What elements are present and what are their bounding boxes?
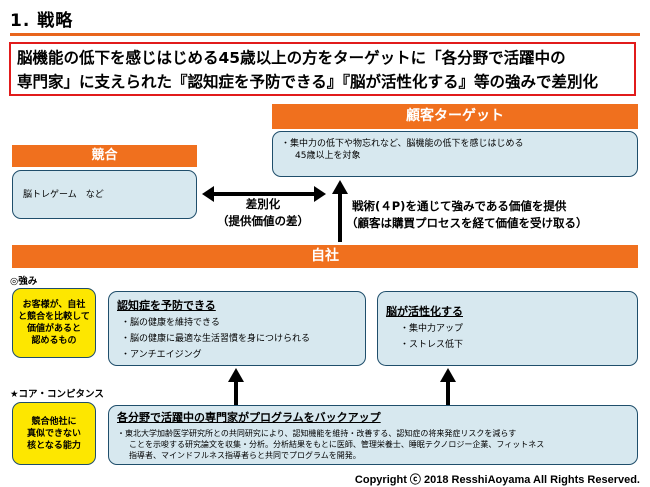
activation-item-1: ・集中力アップ bbox=[400, 324, 464, 334]
technique-label: 戦術(４P)を通じて強みである価値を提供 （顧客は購買プロセスを経て価値を受け取… bbox=[346, 198, 646, 232]
headline-box: 脳機能の低下を感じはじめる45歳以上の方をターゲットに「各分野で活躍中の 専門家… bbox=[9, 42, 636, 96]
strengths-side-line-1: お客様が、自社 bbox=[22, 300, 86, 310]
core-side-line-2: 真似できない bbox=[26, 428, 81, 439]
activation-box: 脳が活性化する ・集中力アップ ・ストレス低下 bbox=[377, 291, 638, 366]
activation-item-2: ・ストレス低下 bbox=[400, 340, 464, 350]
core-line-1: ・東北大学加齢医学研究所との共同研究により、認知機能を維持・改善する、認知症の将… bbox=[117, 429, 517, 438]
core-side-box: 競合他社に 真似できない 核となる能力 bbox=[12, 402, 96, 465]
competition-bar: 競合 bbox=[12, 145, 197, 167]
strengths-side-box: お客様が、自社 と競合を比較して 価値があると 認めるもの bbox=[12, 288, 96, 358]
core-side-line-3: 核となる能力 bbox=[27, 440, 81, 451]
headline-line-1: 脳機能の低下を感じはじめる45歳以上の方をターゲットに「各分野で活躍中の bbox=[17, 49, 566, 67]
core-line-2: ことを示唆する研究論文を収集・分析。分析結果をもとに医師、管理栄養士、睡眠テクノ… bbox=[129, 440, 545, 449]
company-bar: 自社 bbox=[12, 245, 638, 268]
core-to-activation-arrow bbox=[440, 368, 456, 406]
title-underline bbox=[10, 33, 640, 36]
copyright-text: Copyright ⓒ 2018 ResshiAoyama All Rights… bbox=[354, 474, 640, 486]
differentiation-line-1: 差別化 bbox=[245, 197, 281, 211]
core-line-3: 指導者、マインドフルネス指導者らと共同でプログラムを開発。 bbox=[129, 451, 361, 460]
strengths-side-line-3: 価値があると bbox=[26, 324, 81, 334]
target-bar: 顧客ターゲット bbox=[272, 104, 638, 129]
dementia-item-3: ・アンチエイジング bbox=[121, 350, 202, 360]
technique-line-2: （顧客は購買プロセスを経て価値を受け取る） bbox=[346, 216, 588, 230]
strengths-section-label: ◎強み bbox=[10, 276, 38, 287]
differentiation-arrow bbox=[202, 186, 326, 202]
strengths-side-line-4: 認めるもの bbox=[31, 336, 77, 346]
core-side-line-1: 競合他社に bbox=[31, 416, 77, 427]
target-text-line-1: ・集中力の低下や物忘れなど、脳機能の低下を感じはじめる bbox=[281, 139, 524, 149]
headline-line-2: 専門家」に支えられた『認知症を予防できる』『脳が活性化する』等の強みで差別化 bbox=[17, 73, 598, 91]
target-text-line-2: 45歳以上を対象 bbox=[295, 151, 361, 161]
activation-title: 脳が活性化する bbox=[386, 305, 463, 318]
dementia-box: 認知症を予防できる ・脳の健康を維持できる ・脳の健康に最適な生活習慣を身につけ… bbox=[108, 291, 366, 366]
core-description: ・東北大学加齢医学研究所との共同研究により、認知機能を維持・改善する、認知症の将… bbox=[117, 428, 629, 461]
page-title: 1. 戦略 bbox=[10, 11, 74, 31]
dementia-item-2: ・脳の健康に最適な生活習慣を身につけられる bbox=[121, 334, 311, 344]
technique-arrow bbox=[332, 180, 348, 242]
core-title: 各分野で活躍中の専門家がプログラムをバックアップ bbox=[117, 411, 381, 424]
technique-line-1: 戦術(４P)を通じて強みである価値を提供 bbox=[352, 199, 567, 213]
strengths-side-line-2: と競合を比較して bbox=[18, 312, 90, 322]
core-box: 各分野で活躍中の専門家がプログラムをバックアップ ・東北大学加齢医学研究所との共… bbox=[108, 405, 638, 465]
competition-text: 脳トレゲーム など bbox=[23, 190, 104, 200]
competition-box: 脳トレゲーム など bbox=[12, 170, 197, 219]
differentiation-line-2: （提供価値の差） bbox=[217, 214, 309, 228]
target-box: ・集中力の低下や物忘れなど、脳機能の低下を感じはじめる 45歳以上を対象 bbox=[272, 131, 638, 177]
core-to-dementia-arrow bbox=[228, 368, 244, 406]
dementia-item-1: ・脳の健康を維持できる bbox=[121, 318, 220, 328]
core-section-label: ★コア・コンピタンス bbox=[10, 389, 104, 400]
dementia-title: 認知症を予防できる bbox=[117, 299, 216, 312]
differentiation-label: 差別化 （提供価値の差） bbox=[198, 196, 328, 230]
